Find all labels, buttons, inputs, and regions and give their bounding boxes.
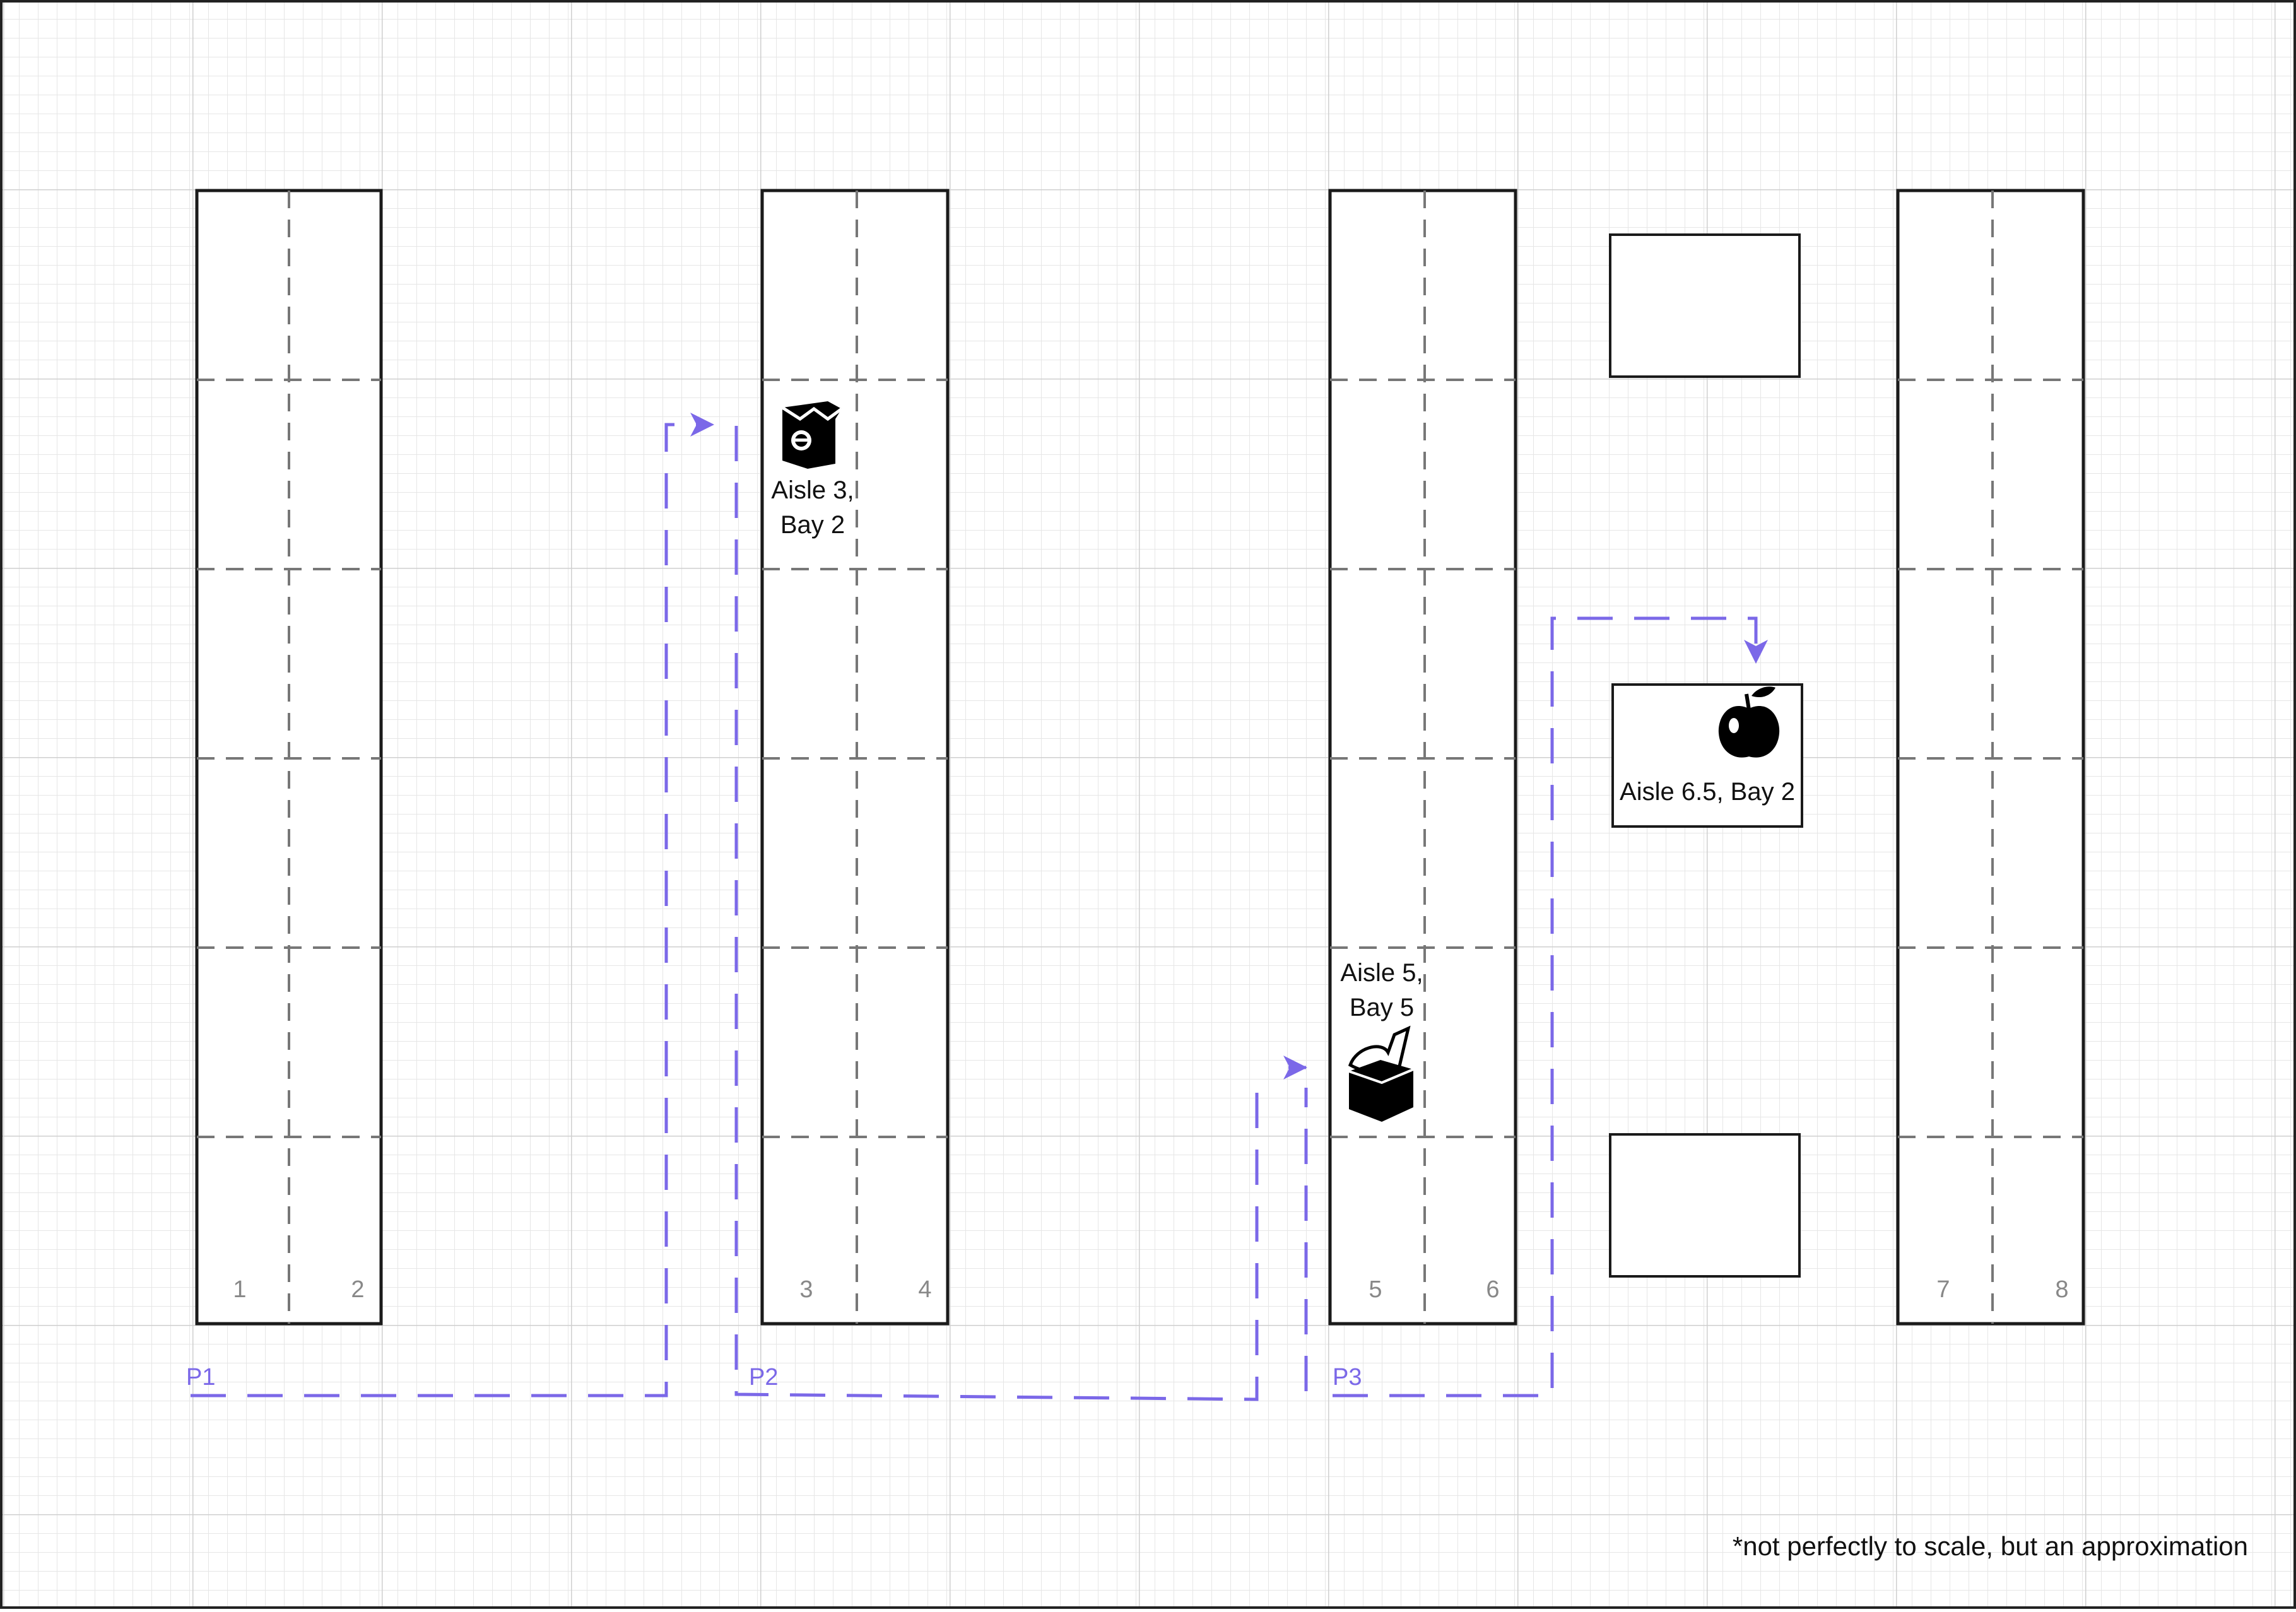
item-label-line2: Bay 5 xyxy=(1350,994,1414,1021)
path-p1 xyxy=(191,423,697,1397)
arrowhead-icon xyxy=(1283,1056,1307,1080)
shelf-unit-aisles-3-4: 3 4 xyxy=(760,189,950,1326)
arrowhead-icon xyxy=(1744,640,1768,664)
path-label-p3: P3 xyxy=(1333,1364,1362,1391)
aisle-number: 3 xyxy=(799,1276,813,1303)
apple-icon xyxy=(1718,686,1780,758)
shelf-unit-aisles-5-6: 5 6 xyxy=(1328,189,1517,1326)
path-label-p2: P2 xyxy=(749,1364,778,1391)
path-label-p1: P1 xyxy=(186,1364,215,1391)
shelf-unit-aisles-7-8: 7 8 xyxy=(1896,189,2085,1326)
aisle-number: 5 xyxy=(1369,1276,1382,1303)
drink-carton-icon xyxy=(781,401,843,469)
display-box-middle xyxy=(1611,683,1803,828)
aisle-number: 2 xyxy=(351,1276,364,1303)
aisle-number: 4 xyxy=(918,1276,931,1303)
aisle-number: 6 xyxy=(1486,1276,1499,1303)
item-label-line1: Aisle 3, xyxy=(771,476,854,504)
aisle-number: 1 xyxy=(233,1276,246,1303)
footnote: *not perfectly to scale, but an approxim… xyxy=(1733,1531,2248,1561)
item-label-line1: Aisle 5, xyxy=(1340,959,1423,987)
aisle-number: 7 xyxy=(1936,1276,1950,1303)
display-box-top xyxy=(1609,233,1801,378)
path-p2 xyxy=(734,426,1259,1401)
display-box-bottom xyxy=(1609,1133,1801,1278)
shelf-unit-aisles-1-2: 1 2 xyxy=(195,189,383,1326)
item-label: Aisle 6.5, Bay 2 xyxy=(1620,778,1795,806)
tissue-box-icon xyxy=(1348,1025,1414,1122)
arrowhead-icon xyxy=(690,413,714,437)
item-label-line2: Bay 2 xyxy=(780,511,845,539)
aisle-number: 8 xyxy=(2055,1276,2068,1303)
